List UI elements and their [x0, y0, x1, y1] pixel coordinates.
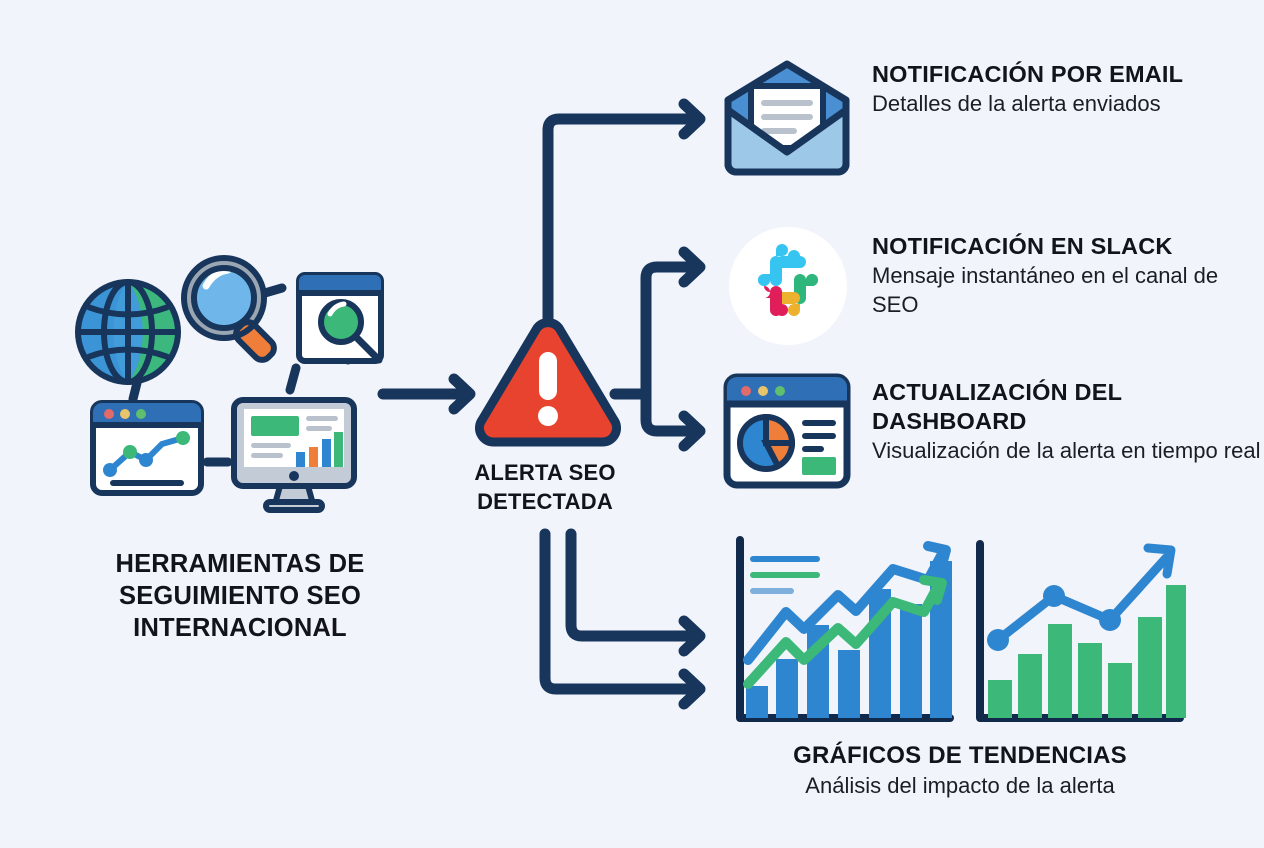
chart-legend: [750, 556, 820, 594]
magnifier-icon: [181, 255, 277, 363]
branch-dashboard-title: ACTUALIZACIÓN DEL DASHBOARD: [872, 379, 1122, 434]
desktop-monitor-icon: [231, 397, 357, 513]
connector-tools-to-alert: [377, 379, 470, 409]
branch-email-title: NOTIFICACIÓN POR EMAIL: [872, 61, 1184, 87]
alert-node-label: ALERTA SEO DETECTADA: [474, 460, 616, 514]
branch-charts-subtitle: Análisis del impacto de la alerta: [805, 773, 1115, 798]
branch-email: NOTIFICACIÓN POR EMAIL Detalles de la al…: [872, 60, 1262, 118]
chart-bars: [988, 585, 1186, 718]
browser-search-icon: [296, 272, 384, 364]
branch-slack-title: NOTIFICACIÓN EN SLACK: [872, 233, 1173, 259]
warning-triangle-icon: [475, 318, 621, 447]
analytics-browser-icon: [90, 400, 204, 496]
branch-charts-title: GRÁFICOS DE TENDENCIAS: [793, 742, 1127, 769]
email-envelope-icon: [724, 60, 850, 176]
connector-alert-to-slack-dashboard: [609, 252, 700, 446]
connector-alert-to-charts: [539, 528, 700, 704]
branch-email-subtitle: Detalles de la alerta enviados: [872, 91, 1161, 116]
globe-icon: [75, 279, 181, 385]
branch-dashboard: ACTUALIZACIÓN DEL DASHBOARD Visualizació…: [872, 378, 1262, 465]
branch-slack-subtitle: Mensaje instantáneo en el canal de SEO: [872, 263, 1219, 317]
branch-slack: NOTIFICACIÓN EN SLACK Mensaje instantáne…: [872, 232, 1262, 319]
branch-dashboard-subtitle: Visualización de la alerta en tiempo rea…: [872, 438, 1261, 463]
branch-charts: GRÁFICOS DE TENDENCIAS Análisis del impa…: [690, 740, 1230, 801]
slack-logo-icon: [729, 227, 847, 345]
trend-chart-left: [736, 536, 954, 722]
dashboard-window-icon: [723, 373, 851, 489]
source-node-label: HERRAMIENTAS DE SEGUIMIENTO SEO INTERNAC…: [115, 550, 365, 642]
connector-alert-to-email: [542, 104, 700, 336]
trend-chart-right: [976, 540, 1186, 722]
